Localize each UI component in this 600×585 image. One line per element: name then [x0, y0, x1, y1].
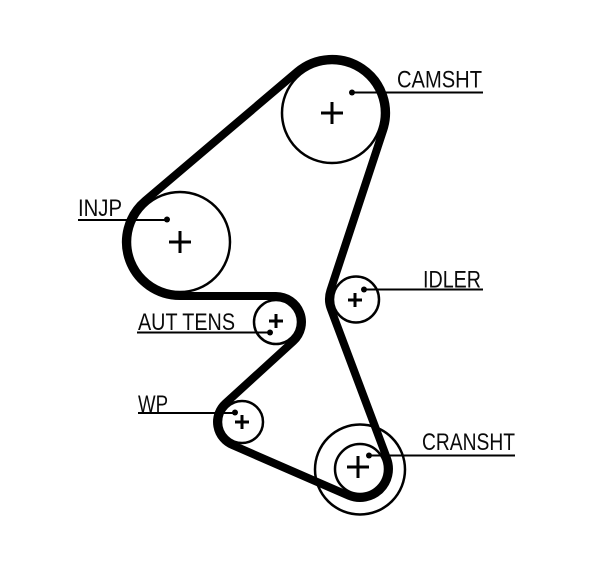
injection-pump-center-cross-icon — [169, 231, 191, 253]
idler-label: IDLER — [423, 267, 481, 294]
idler-center-cross-icon — [348, 293, 362, 307]
water-pump-center-cross-icon — [235, 415, 249, 429]
water-pump-leader-dot — [232, 409, 238, 416]
water-pump-label: WP — [138, 391, 168, 418]
tensioner-leader-line — [137, 329, 273, 336]
crankshaft-inner-circle — [333, 442, 387, 496]
idler-pulley-circle — [331, 275, 381, 324]
camshaft-center-cross-icon — [321, 102, 343, 124]
crankshaft-center-cross-icon — [347, 456, 369, 478]
timing-belt-path — [121, 54, 393, 502]
tensioner-leader-dot — [267, 329, 273, 336]
injection-pump-label: INJP — [78, 195, 122, 222]
tensioner-label: AUT TENS — [138, 309, 235, 336]
injection-pump-leader-line — [78, 216, 170, 223]
tensioner-center-cross-icon — [269, 314, 283, 328]
camshaft-leader-dot — [349, 89, 355, 96]
camshaft-label: CAMSHT — [397, 67, 482, 94]
crankshaft-leader-dot — [366, 452, 372, 459]
water-pump-pulley-circle — [219, 399, 265, 445]
idler-leader-dot — [361, 286, 367, 293]
injection-pump-leader-dot — [164, 216, 170, 223]
crankshaft-leader-line — [366, 452, 515, 459]
crankshaft-label: CRANSHT — [422, 429, 515, 456]
camshaft-leader-line — [349, 89, 483, 96]
idler-leader-line — [361, 286, 483, 293]
camshaft-pulley-circle — [280, 61, 384, 165]
crankshaft-outer-circle — [313, 423, 407, 516]
